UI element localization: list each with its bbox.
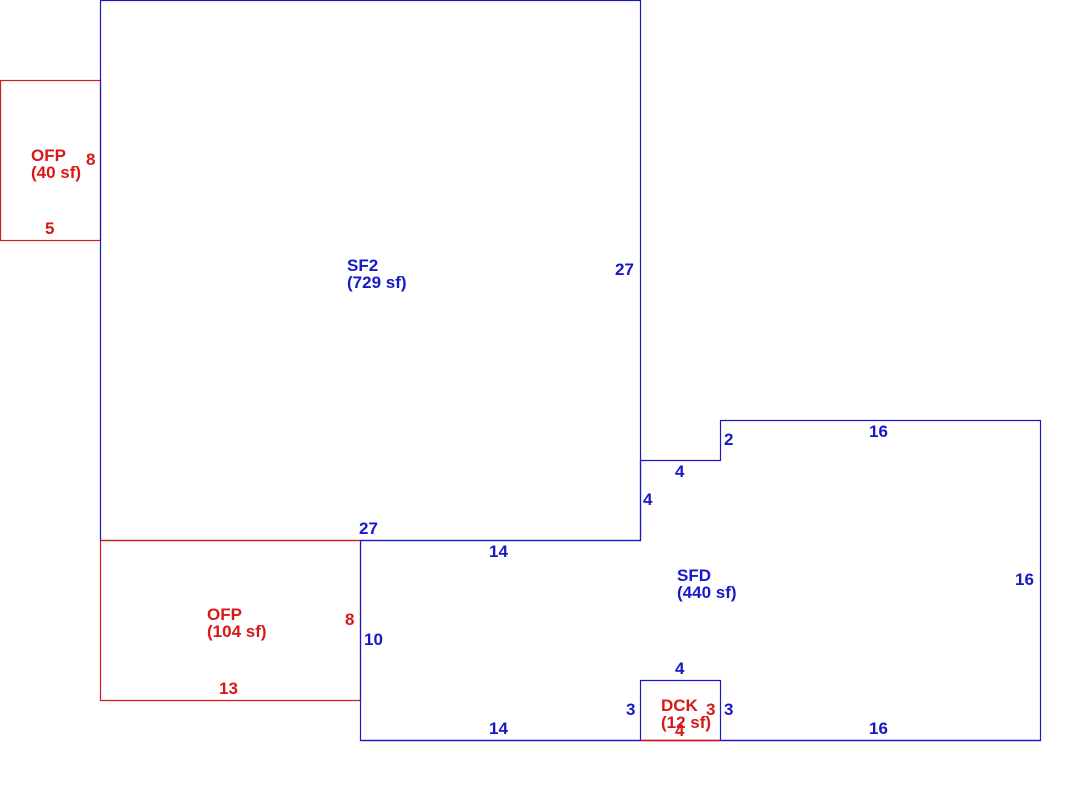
dck-area (639, 679, 722, 742)
sfd-code-label: SFD (677, 566, 711, 585)
dim-sfd-notch-vertical: 4 (643, 490, 653, 509)
dim-ofp-bottom-bottom: 13 (219, 679, 238, 698)
ofp-bottom-code-label: OFP (207, 605, 242, 624)
dim-sf2-right: 27 (615, 260, 634, 279)
dim-sfd-right: 16 (1015, 570, 1034, 589)
dim-sfd-bottom-left: 14 (489, 719, 508, 738)
ofp-top-size-label: (40 sf) (31, 163, 81, 182)
ofp-bottom-size-label: (104 sf) (207, 622, 267, 641)
dim-dck-left: 3 (626, 700, 635, 719)
dck-size-label: (12 sf) (661, 713, 711, 732)
dim-sf2-bottom: 27 (359, 519, 378, 538)
ofp-top-code-label: OFP (31, 146, 66, 165)
dim-ofp-top-bottom: 5 (45, 219, 54, 238)
dck-code-label: DCK (661, 696, 699, 715)
dim-sfd-top-left: 14 (489, 542, 508, 561)
dim-sfd-bottom-right: 16 (869, 719, 888, 738)
dck-outline (639, 679, 722, 741)
sf2-size-label: (729 sf) (347, 273, 407, 292)
dim-sfd-step-top: 16 (869, 422, 888, 441)
dim-sfd-left: 10 (364, 630, 383, 649)
dim-sfd-notch-horizontal: 4 (675, 462, 685, 481)
dim-ofp-top-side: 8 (86, 150, 95, 169)
dim-dck-right-outer: 3 (724, 700, 733, 719)
dim-dck-right-inner: 3 (706, 700, 715, 719)
dim-dck-top: 4 (675, 659, 685, 678)
dim-sfd-step-side: 2 (724, 430, 733, 449)
dim-dck-bottom: 4 (675, 721, 685, 740)
sfd-size-label: (440 sf) (677, 583, 737, 602)
sf2-code-label: SF2 (347, 256, 378, 275)
dim-ofp-bottom-side: 8 (345, 610, 354, 629)
